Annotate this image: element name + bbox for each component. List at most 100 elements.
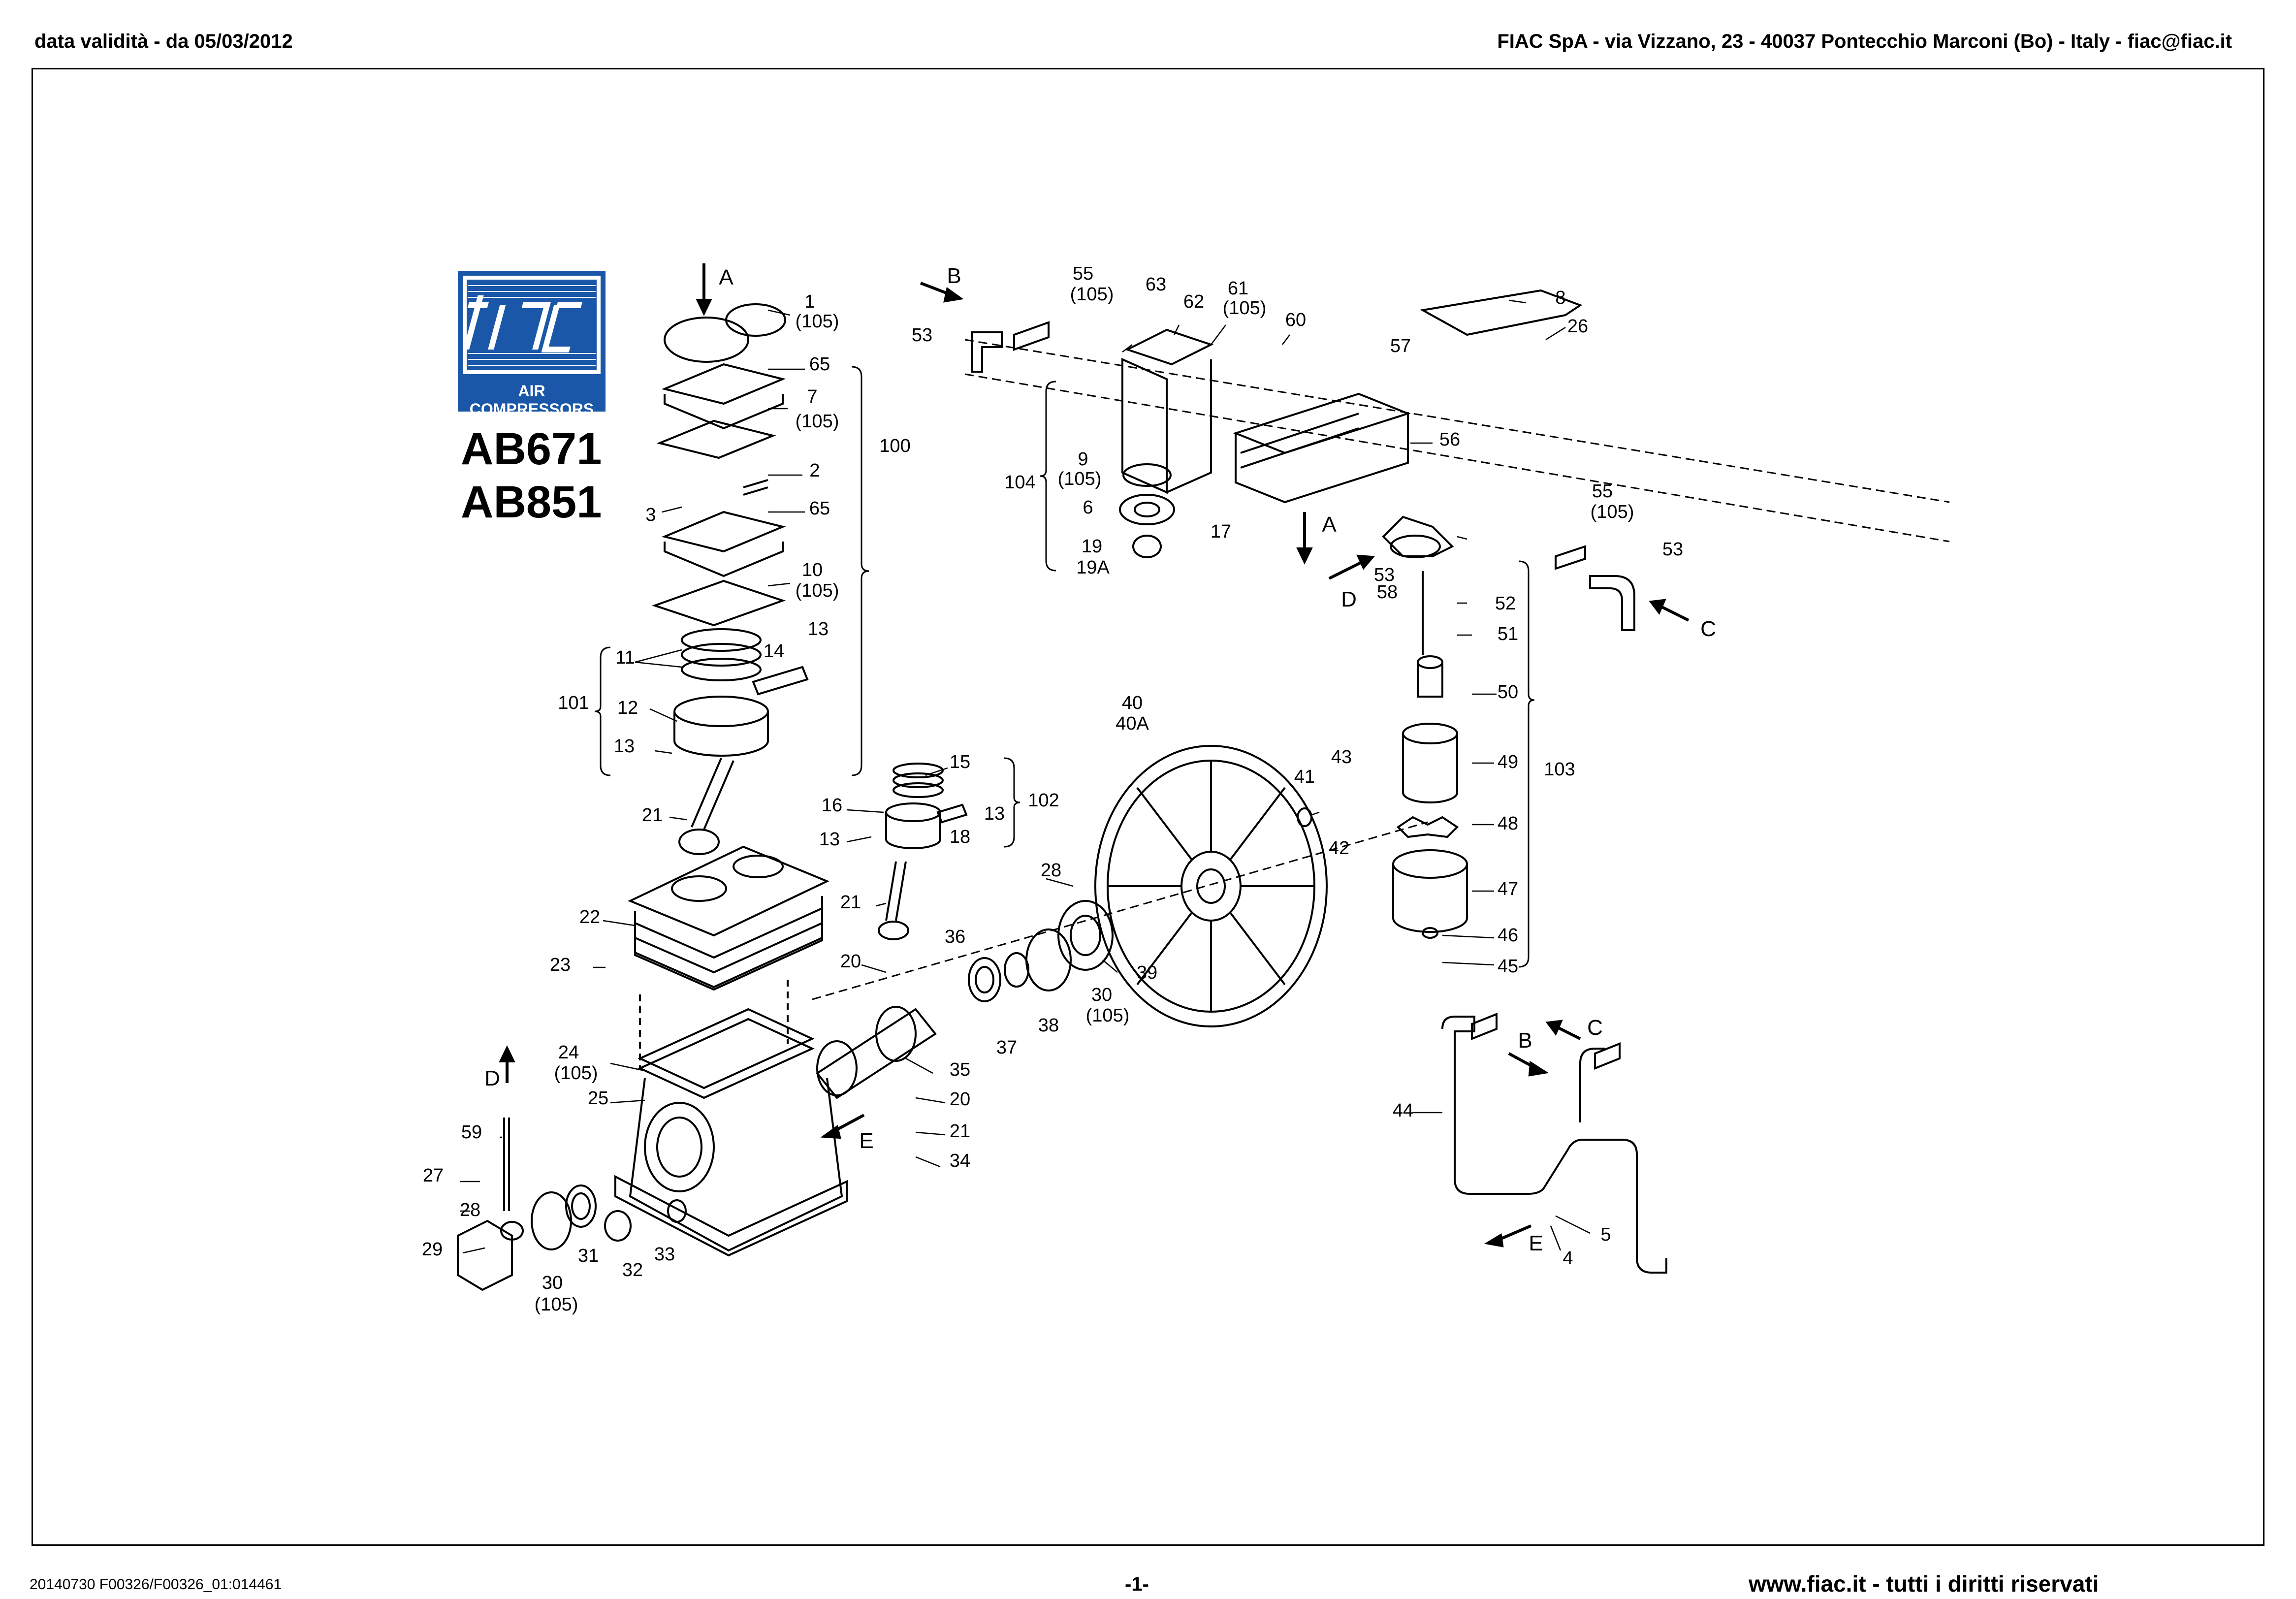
part-callout: 53 <box>912 325 932 346</box>
model-name-1: AB671 <box>461 424 602 474</box>
part-callout: 20 <box>840 951 861 972</box>
view-arrow-letter: A <box>1322 512 1337 537</box>
part-callout: 20 <box>950 1089 970 1110</box>
view-arrow-letter: B <box>1518 1028 1532 1053</box>
part-callout: 30 <box>542 1273 563 1293</box>
view-arrow-letter: E <box>1529 1231 1543 1255</box>
part-callout: 53 <box>1374 565 1395 585</box>
part-callout: 48 <box>1498 813 1518 834</box>
part-callout: 101 <box>558 693 589 713</box>
part-callout: (105) <box>1223 298 1267 319</box>
part-callout: 8 <box>1555 288 1565 308</box>
part-callout: 58 <box>1377 582 1398 603</box>
part-callout: 35 <box>950 1059 970 1080</box>
part-callout: 17 <box>1211 521 1231 542</box>
part-callout: 32 <box>622 1260 643 1280</box>
part-callout: 42 <box>1329 838 1349 859</box>
svg-text:®: ® <box>603 271 606 278</box>
document-code: 20140730 F00326/F00326_01:014461 <box>30 1576 282 1593</box>
fiac-logo: ® <box>458 271 606 412</box>
part-callout: 23 <box>550 955 571 975</box>
part-callout: 103 <box>1544 759 1575 780</box>
part-callout: 59 <box>461 1122 482 1143</box>
part-callout: 21 <box>840 892 861 913</box>
part-callout: 29 <box>422 1239 443 1260</box>
part-callout: 55 <box>1073 263 1093 284</box>
part-callout: 1 <box>804 291 815 312</box>
part-callout: 45 <box>1498 956 1518 977</box>
part-callout: 57 <box>1390 336 1411 356</box>
part-callout: (105) <box>796 311 839 332</box>
part-callout: 52 <box>1495 593 1516 614</box>
part-callout: 60 <box>1285 310 1306 330</box>
part-callout: 21 <box>642 805 663 826</box>
validity-date: data validità - da 05/03/2012 <box>34 31 293 52</box>
part-callout: 41 <box>1294 767 1315 787</box>
part-callout: 51 <box>1498 624 1518 644</box>
part-callout: 18 <box>950 827 970 847</box>
part-callout: (105) <box>535 1294 578 1315</box>
company-address: FIAC SpA - via Vizzano, 23 - 40037 Ponte… <box>1497 31 2232 52</box>
drawing-frame <box>32 68 2264 1546</box>
part-callout: 46 <box>1498 925 1518 946</box>
page-number: -1- <box>1125 1573 1149 1595</box>
part-callout: 22 <box>579 907 600 927</box>
part-callout: 31 <box>578 1246 599 1266</box>
part-callout: 2 <box>809 460 820 481</box>
part-callout: 55 <box>1592 481 1613 502</box>
part-callout: 27 <box>423 1165 444 1186</box>
part-callout: 3 <box>645 505 656 525</box>
part-callout: 30 <box>1091 985 1112 1005</box>
part-callout: (105) <box>1070 284 1114 305</box>
part-callout: 21 <box>950 1121 970 1142</box>
part-callout: 19 <box>1082 536 1102 557</box>
part-callout: 33 <box>654 1244 675 1265</box>
part-callout: (105) <box>1086 1005 1130 1026</box>
part-callout: 24 <box>558 1042 579 1063</box>
part-callout: 104 <box>1004 472 1035 493</box>
part-callout: 40 <box>1122 693 1143 713</box>
part-callout: 9 <box>1078 449 1088 470</box>
part-callout: 44 <box>1393 1100 1413 1121</box>
website-rights: www.fiac.it - tutti i diritti riservati <box>1749 1571 2099 1597</box>
logo-tagline: AIR COMPRESSORS <box>469 382 594 418</box>
part-callout: 6 <box>1083 497 1093 518</box>
part-callout: 10 <box>802 560 823 580</box>
part-callout: 61 <box>1228 278 1248 299</box>
part-callout: 7 <box>807 386 817 407</box>
part-callout: 38 <box>1038 1015 1059 1036</box>
part-callout: 39 <box>1137 962 1157 983</box>
part-callout: 47 <box>1498 879 1518 899</box>
part-callout: 65 <box>809 354 830 375</box>
view-arrow-letter: D <box>1341 587 1357 611</box>
part-callout: 13 <box>614 736 635 757</box>
part-callout: 12 <box>617 698 638 718</box>
part-callout: 28 <box>460 1200 480 1220</box>
part-callout: (105) <box>1058 469 1102 489</box>
part-callout: 26 <box>1567 316 1588 337</box>
part-callout: 62 <box>1183 291 1204 312</box>
part-callout: 40A <box>1116 713 1149 734</box>
part-callout: 13 <box>984 803 1005 824</box>
part-callout: 16 <box>822 795 842 816</box>
view-arrow-letter: A <box>719 265 733 289</box>
part-callout: 37 <box>996 1037 1017 1058</box>
view-arrow-letter: C <box>1700 617 1716 641</box>
view-arrow-letter: D <box>484 1066 500 1090</box>
part-callout: (105) <box>796 580 839 601</box>
part-callout: 13 <box>808 619 829 640</box>
part-callout: 49 <box>1498 752 1518 772</box>
part-callout: 36 <box>945 927 965 947</box>
view-arrow-letter: C <box>1587 1016 1603 1040</box>
view-arrow-letter: B <box>947 264 961 288</box>
part-callout: 43 <box>1331 747 1352 768</box>
part-callout: 11 <box>615 647 635 668</box>
part-callout: (105) <box>1591 502 1634 522</box>
part-callout: 25 <box>588 1088 608 1109</box>
part-callout: 102 <box>1028 790 1059 811</box>
part-callout: 5 <box>1600 1224 1611 1245</box>
model-name-2: AB851 <box>461 477 602 527</box>
part-callout: 63 <box>1146 274 1166 295</box>
part-callout: 53 <box>1662 539 1683 560</box>
